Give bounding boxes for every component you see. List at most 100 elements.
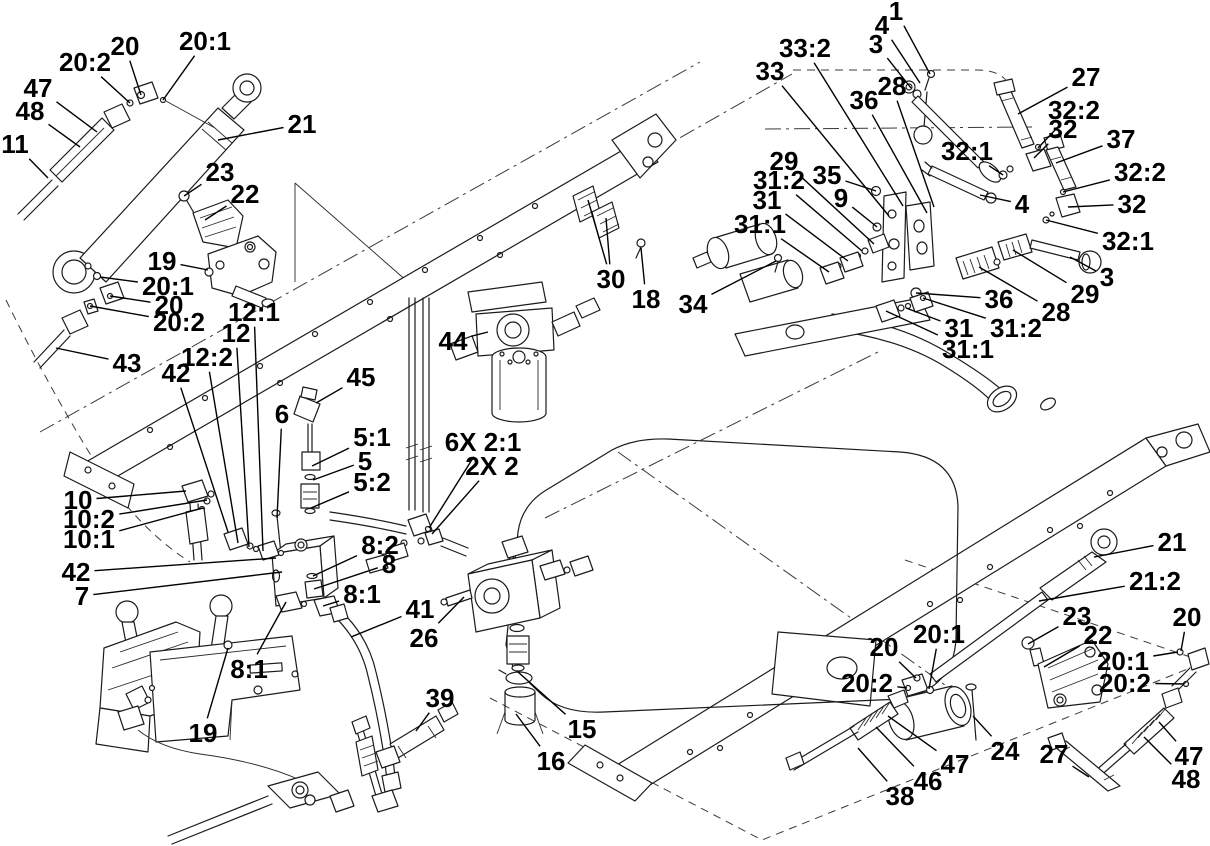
leader-line: [99, 276, 138, 283]
leader-line: [253, 326, 264, 552]
part-number-label: 32:1: [941, 136, 993, 166]
leader-line: [1067, 204, 1114, 208]
leader-line: [276, 428, 282, 519]
part-number-label: 20:2: [59, 47, 111, 77]
leader-line: [55, 347, 109, 360]
part-number-label: 32:1: [1102, 226, 1154, 256]
leader-line: [437, 596, 465, 624]
part-number-label: 45: [347, 362, 376, 392]
leader-line: [587, 199, 608, 265]
part-number-label: 4: [1015, 189, 1030, 219]
part-number-label: 19: [189, 718, 218, 748]
part-number-label: 30: [597, 264, 626, 294]
leader-line: [180, 387, 229, 533]
part-number-label: 32: [1049, 114, 1078, 144]
part-number-label: 16: [537, 746, 566, 776]
leader-line: [89, 305, 149, 318]
leader-line: [781, 85, 890, 217]
leader-line: [903, 25, 931, 75]
part-number-label: 27: [1072, 62, 1101, 92]
leader-line: [1033, 143, 1049, 159]
leader-line: [313, 567, 379, 590]
part-number-label: 8: [382, 549, 396, 579]
part-number-label: 8:2: [361, 530, 399, 560]
leader-line: [517, 671, 566, 715]
part-number-label: 32:2: [1114, 157, 1166, 187]
part-number-label: 18: [632, 284, 661, 314]
part-number-label: 33:2: [779, 33, 831, 63]
part-number-label: 46: [914, 766, 943, 796]
pump-26-assembly: [440, 535, 594, 735]
part-number-label: 22: [1084, 620, 1113, 650]
hoses-bottom-left: [117, 684, 459, 845]
hose-43-fittings: [33, 271, 125, 369]
leader-line: [322, 600, 340, 607]
leader-line: [885, 310, 939, 336]
leader-line: [1012, 249, 1067, 284]
part-number-label: 6X 2:1: [445, 427, 522, 457]
leader-line: [887, 715, 937, 752]
leader-line: [979, 194, 1011, 203]
part-number-label: 5:1: [353, 422, 391, 452]
leader-line: [928, 648, 937, 690]
leader-line: [310, 491, 350, 509]
part-number-label: 20:1: [179, 26, 231, 56]
leader-line: [109, 295, 151, 303]
leader-line: [180, 263, 209, 271]
leader-line: [1037, 124, 1061, 149]
leader-line: [1155, 682, 1185, 685]
part-number-label: 47: [941, 749, 970, 779]
leader-line: [428, 456, 475, 529]
lift-arm-lower-right: [785, 528, 1210, 792]
leader-line: [96, 490, 187, 500]
part-number-label: 20:1: [1097, 646, 1149, 676]
part-number-label: 39: [426, 683, 455, 713]
part-number-label: 38: [886, 781, 915, 811]
part-number-label: 31:2: [753, 165, 805, 195]
part-number-label: 29: [1071, 279, 1100, 309]
leader-line: [471, 331, 489, 337]
part-number-label: 20:1: [913, 619, 965, 649]
leader-line: [785, 213, 849, 262]
part-number-label: 42: [162, 358, 191, 388]
hydraulic-tank: [505, 313, 1056, 713]
leader-line: [256, 601, 287, 655]
part-number-label: 10: [64, 485, 93, 515]
leader-line: [845, 180, 877, 192]
part-number-label: 20:2: [841, 668, 893, 698]
part-number-label: 34: [679, 289, 708, 319]
part-number-label: 21:2: [1129, 566, 1181, 596]
leader-line: [119, 507, 204, 532]
leader-line: [350, 615, 402, 638]
leader-line: [312, 554, 358, 577]
leader-line: [1158, 721, 1177, 742]
frame-rail-lower-right: [567, 423, 1210, 802]
leader-line: [204, 205, 227, 221]
leader-line: [312, 464, 355, 481]
leader-line: [886, 57, 912, 89]
part-number-label: 20: [870, 632, 899, 662]
part-number-label: 19: [148, 246, 177, 276]
leader-line: [1153, 651, 1179, 657]
leader-line: [871, 114, 928, 214]
leader-line: [813, 62, 904, 207]
part-number-label: 1: [889, 0, 903, 26]
leader-line: [1180, 631, 1186, 652]
leader-line: [978, 266, 1038, 302]
part-number-label: 4: [875, 10, 890, 40]
leader-line: [100, 76, 131, 104]
leader-line: [711, 260, 777, 296]
part-number-label: 20: [1173, 602, 1202, 632]
part-number-label: 47: [1175, 741, 1204, 771]
part-number-label: 28: [1042, 297, 1071, 327]
leader-line: [1043, 645, 1080, 668]
leader-line: [208, 371, 239, 544]
part-number-label: 10:2: [63, 504, 115, 534]
part-number-label: 21: [1158, 527, 1187, 557]
leader-line: [897, 686, 908, 689]
part-number-label: 48: [16, 96, 45, 126]
part-number-label: 48: [1172, 764, 1201, 794]
leader-line: [1143, 736, 1172, 765]
